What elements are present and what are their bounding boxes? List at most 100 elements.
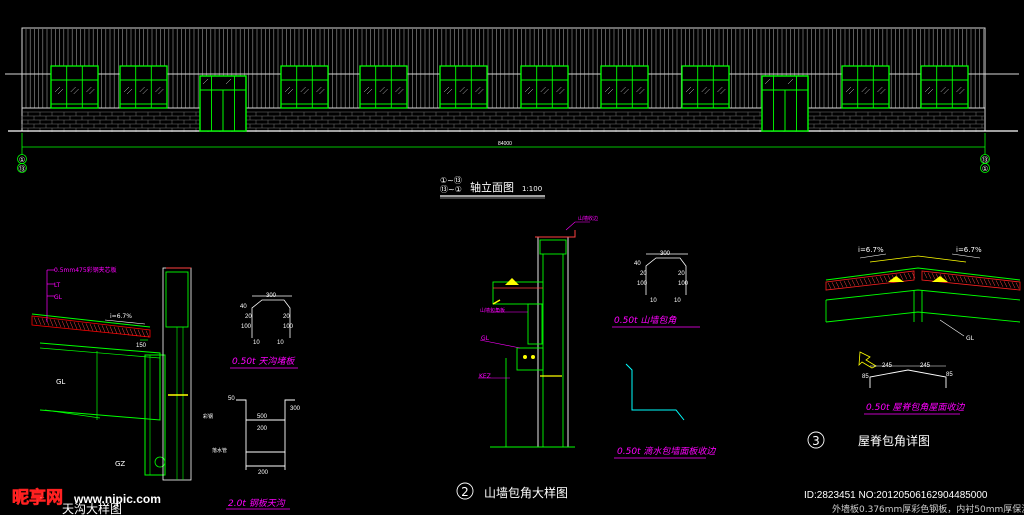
gable-detail-title: 山墙包角大样图 — [484, 485, 568, 500]
ridge-roof-panel-right — [921, 270, 1021, 291]
flash-dim-20b: 20 — [283, 314, 290, 320]
ridge-dim-245b: 245 — [920, 363, 931, 369]
gutter-flashing-section — [251, 295, 292, 338]
gable-tag-kez: KEZ — [479, 373, 491, 380]
flash-dim-20a: 20 — [245, 314, 252, 320]
gutter-detail: 0.5mm475彩钢夹芯板 LT GL i=6.7% GL GZ 150 300… — [31, 266, 301, 515]
gutter-gl-label: GL — [54, 294, 63, 301]
watermark-url: www.nipic.com — [73, 492, 161, 506]
overall-dimension-value: 84000 — [498, 141, 512, 147]
axis-label-left-bottom: ⑬ — [19, 165, 26, 173]
gz-column — [144, 354, 166, 476]
gutter-dim-200b: 200 — [258, 470, 269, 476]
gz-body-label: GZ — [115, 460, 125, 468]
gutter-dim-500: 500 — [257, 414, 268, 420]
brick-plinth — [21, 107, 986, 132]
gable-tag-gl: GL — [481, 335, 490, 342]
flash-dim-100b: 100 — [283, 324, 294, 330]
axis-label-left-top: ① — [19, 156, 25, 164]
gutter-slope: i=6.7% — [110, 313, 132, 320]
door — [761, 75, 809, 132]
ridge-dim-85b: 85 — [946, 372, 953, 378]
gable-flash-100a: 100 — [637, 281, 648, 287]
elevation-view: 84000 ① ⑬ ⑬ ① ①~⑬ ⑬~① 轴立面图 1:100 — [5, 27, 1019, 199]
roof-panel-hatch — [33, 317, 150, 338]
gutter-dim-300: 300 — [290, 406, 301, 412]
ridge-slope-left: i=6.7% — [858, 246, 884, 254]
gable-flash-20b: 20 — [678, 271, 685, 277]
gutter-note-b: 落水管 — [212, 447, 227, 454]
ridge-panel-hatch — [827, 272, 1020, 289]
drip-flashing-profile — [625, 363, 685, 421]
elevation-scale: 1:100 — [522, 185, 542, 193]
gable-flashing-section — [645, 253, 688, 295]
detail-number-3-text: 3 — [812, 434, 820, 448]
gutter-flash-caption: 0.50t 天沟堵板 — [232, 356, 296, 367]
gutter-dim-150: 150 — [136, 343, 147, 349]
gl-beam — [39, 342, 161, 421]
ridge-dim-245a: 245 — [882, 363, 893, 369]
gutter-lt-label: LT — [54, 282, 61, 289]
watermark: 昵享网 www.nipic.com ID:2823451 NO:20120506… — [12, 487, 1024, 515]
overall-dimension — [21, 133, 986, 152]
ridge-roof-panel-left — [825, 270, 915, 291]
cladding-ribs — [25, 29, 984, 108]
ridge-dim-85a: 85 — [862, 374, 869, 380]
gable-flash-40: 40 — [634, 261, 641, 267]
gutter-dim-200: 200 — [257, 426, 268, 432]
gutter-panel-label: 0.5mm475彩钢夹芯板 — [54, 266, 117, 274]
flash-dim-10a: 10 — [253, 340, 260, 346]
gable-flash-caption-b: 0.50t 滴水包墙面板收边 — [617, 446, 716, 457]
gable-column — [537, 236, 569, 448]
gable-flash-100b: 100 — [678, 281, 689, 287]
axis-bubble-right: ⑬ ① — [980, 152, 990, 173]
gutter-note-a: 彩钢 — [203, 413, 213, 420]
elevation-axes-top: ①~⑬ — [440, 176, 462, 185]
elevation-title: 轴立面图 — [470, 180, 514, 194]
window — [50, 65, 99, 109]
ridge-slope-right: i=6.7% — [956, 246, 982, 254]
door — [199, 75, 247, 132]
window — [841, 65, 890, 109]
windows-and-doors — [50, 65, 969, 132]
gable-purlin — [492, 281, 544, 305]
flash-dim-100a: 100 — [241, 324, 252, 330]
flash-dim-40: 40 — [240, 304, 247, 310]
watermark-logo: 昵享网 — [12, 487, 63, 508]
watermark-id: ID:2823451 NO:20120506162904485000 — [804, 490, 988, 501]
gl-body-label: GL — [56, 378, 65, 386]
ridge-cap-profile — [869, 369, 947, 388]
window — [359, 65, 408, 109]
gutter-detail-title: 天沟大样图 — [62, 501, 122, 515]
gable-flash-caption-a: 0.50t 山墙包角 — [614, 315, 677, 326]
detail-number-2-text: 2 — [461, 485, 469, 499]
window — [520, 65, 569, 109]
watermark-note: 外墙板0.376mm厚彩色钢板，内衬50mm厚保温棉。 — [832, 503, 1024, 515]
gable-tag-a: 山墙包角板 — [480, 307, 505, 314]
gable-flash-10a: 10 — [650, 298, 657, 304]
ridge-caption: 0.50t 屋脊包角屋面收边 — [866, 402, 965, 413]
gable-flash-300: 300 — [660, 251, 671, 257]
axis-bubble-left: ① ⑬ — [17, 152, 27, 173]
elevation-title-block: ①~⑬ ⑬~① 轴立面图 1:100 — [440, 176, 545, 199]
axis-label-right-top: ⑬ — [982, 156, 989, 164]
elevation-axes-bottom: ⑬~① — [440, 185, 462, 194]
flash-dim-300: 300 — [266, 293, 277, 299]
ridge-detail: i=6.7% i=6.7% GL 245 245 85 85 0.50t 屋脊包… — [807, 246, 1021, 449]
flash-dim-10b: 10 — [277, 340, 284, 346]
window — [600, 65, 649, 109]
gable-corner-detail: 山墙收边 山墙包角板 GL KEZ 300 40 20 20 100 100 1… — [456, 215, 716, 500]
gable-flash-20a: 20 — [640, 271, 647, 277]
window — [920, 65, 969, 109]
steel-gutter-section — [236, 399, 295, 470]
gutter-caption: 2.0t 钢板天沟 — [228, 498, 286, 509]
view-arrow — [858, 351, 877, 369]
detail-number-3 — [807, 431, 825, 449]
gable-flash-10b: 10 — [674, 298, 681, 304]
gutter-dim-50: 50 — [228, 396, 235, 402]
detail-number-2 — [456, 482, 474, 500]
window — [681, 65, 730, 109]
window — [280, 65, 329, 109]
axis-label-right-bottom: ① — [982, 165, 988, 173]
